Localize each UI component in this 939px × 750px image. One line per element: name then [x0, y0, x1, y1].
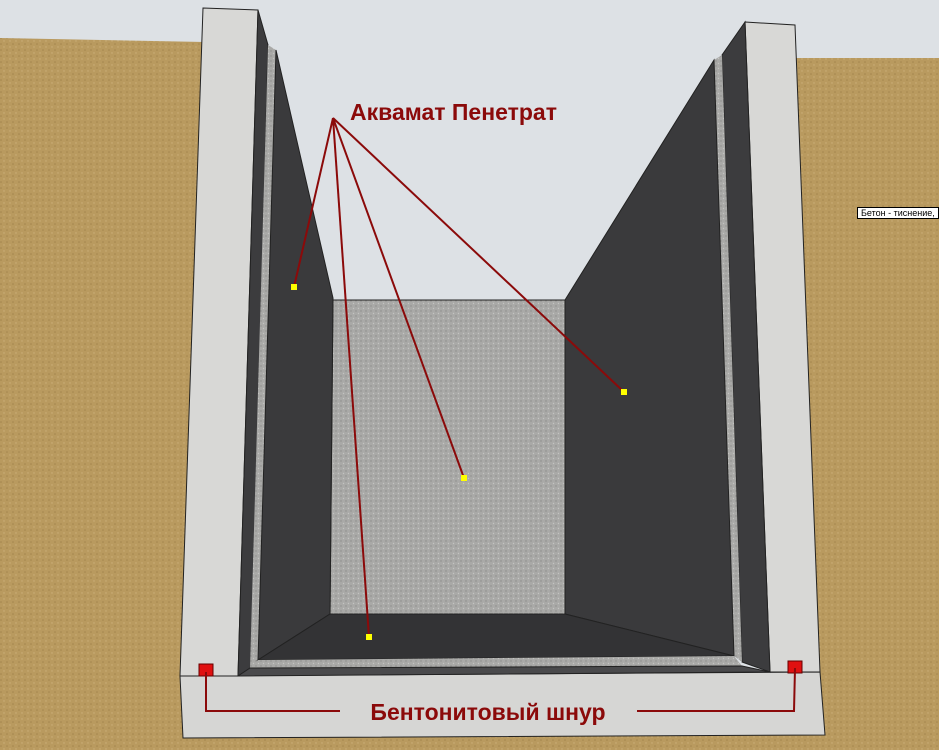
membrane-label: Аквамат Пенетрат	[350, 99, 557, 125]
right-gravel-strip	[714, 55, 742, 662]
point-marker	[291, 284, 297, 290]
left-gravel-strip	[250, 45, 276, 668]
soil-bottom	[0, 735, 939, 750]
point-marker	[366, 634, 372, 640]
floor-gravel-strip	[250, 656, 742, 668]
cord-leader-left	[205, 672, 340, 712]
cord-label: Бентонитовый шнур	[370, 699, 605, 725]
material-tooltip: Бетон - тиснение,	[857, 207, 939, 219]
back-wall	[329, 299, 566, 615]
membrane-leader-lines	[293, 117, 625, 638]
point-marker	[621, 389, 627, 395]
soil-left	[0, 38, 205, 750]
floor-edge	[236, 665, 771, 677]
point-marker	[461, 475, 467, 481]
soil-right	[795, 58, 939, 750]
membrane-points	[291, 284, 627, 640]
cord-leader-right	[637, 667, 796, 712]
